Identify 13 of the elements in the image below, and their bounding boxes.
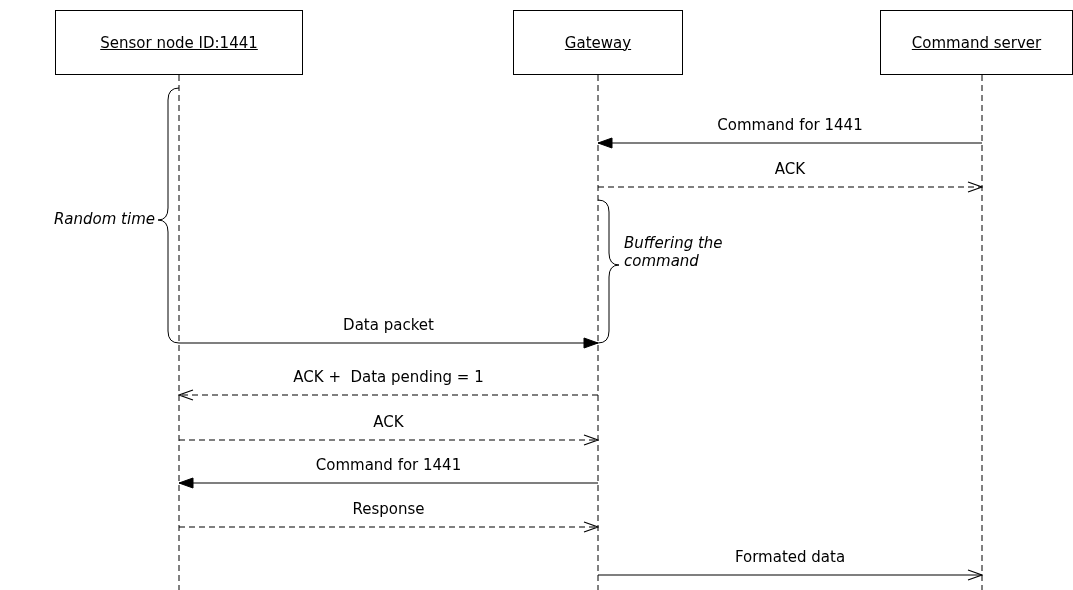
message-arrow xyxy=(178,521,599,533)
participant-box: Gateway xyxy=(513,10,683,75)
message-arrow xyxy=(178,434,599,446)
note-text: Buffering the command xyxy=(624,234,724,270)
message-arrow xyxy=(597,569,983,581)
message-arrow xyxy=(597,137,983,149)
note-text: Random time xyxy=(52,210,155,228)
message-arrow xyxy=(178,477,599,489)
participant-box: Sensor node ID:1441 xyxy=(55,10,303,75)
participant-box: Command server xyxy=(880,10,1073,75)
message-arrow xyxy=(597,181,983,193)
message-arrow xyxy=(178,389,599,401)
message-arrow xyxy=(178,337,599,349)
